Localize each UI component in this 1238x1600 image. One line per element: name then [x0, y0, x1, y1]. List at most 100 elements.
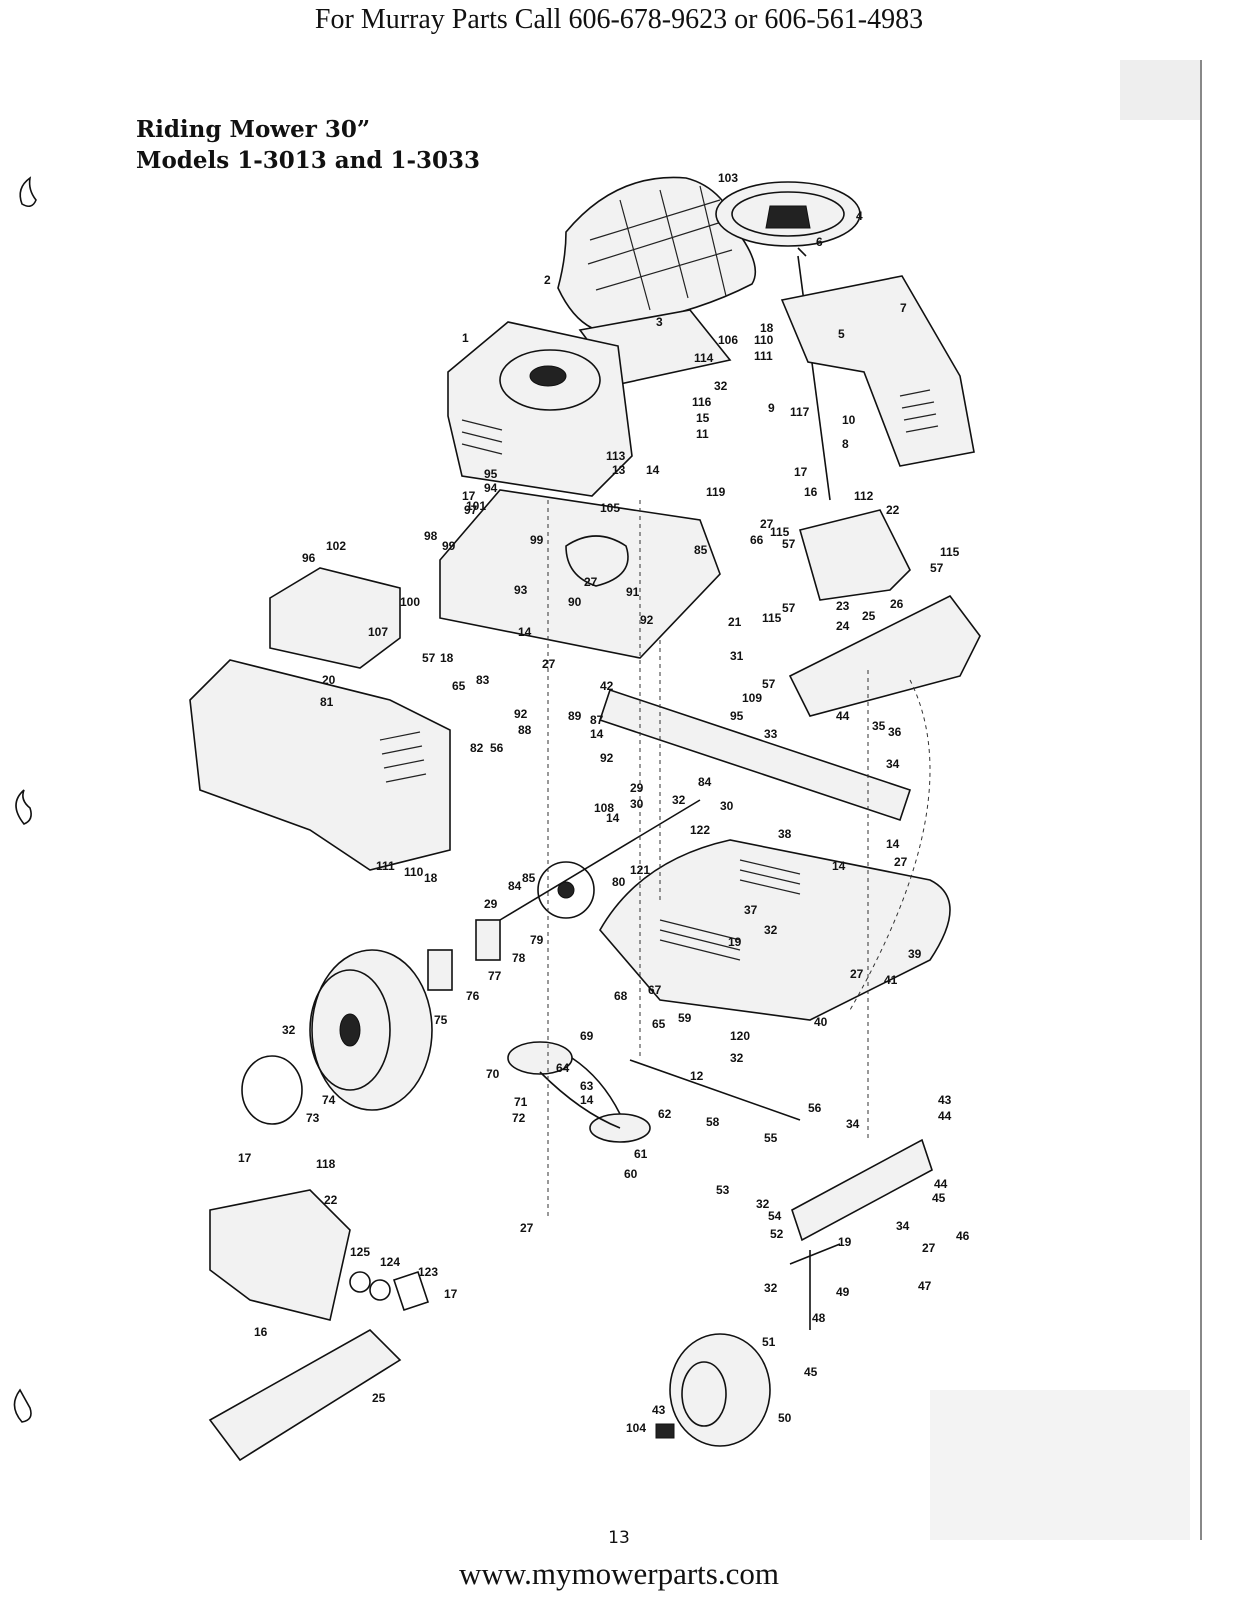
callout-27: 27: [584, 575, 598, 589]
callout-27: 27: [520, 1221, 534, 1235]
callout-14: 14: [590, 727, 604, 741]
callout-41: 41: [884, 973, 898, 987]
callout-44: 44: [938, 1109, 952, 1123]
gearbox-96: [269, 567, 401, 669]
callout-110: 110: [754, 333, 774, 347]
callout-106: 106: [718, 333, 738, 347]
callout-2: 2: [544, 273, 551, 287]
callout-116: 116: [692, 395, 712, 409]
callout-55: 55: [764, 1131, 778, 1145]
callout-16: 16: [254, 1325, 268, 1339]
callout-77: 77: [488, 969, 502, 983]
callout-30: 30: [720, 799, 734, 813]
callout-119: 119: [706, 485, 726, 499]
callout-92: 92: [514, 707, 528, 721]
callout-121: 121: [630, 863, 650, 877]
callout-80: 80: [612, 875, 626, 889]
callout-73: 73: [306, 1111, 320, 1125]
callout-45: 45: [804, 1365, 818, 1379]
callout-108: 108: [594, 801, 614, 815]
engine: [447, 321, 633, 497]
callout-114: 114: [694, 351, 714, 365]
callout-113: 113: [606, 449, 626, 463]
callout-34: 34: [896, 1219, 910, 1233]
callout-49: 49: [836, 1285, 850, 1299]
lens-124: [369, 1279, 391, 1301]
callout-89: 89: [568, 709, 582, 723]
callout-104: 104: [626, 1421, 646, 1435]
callout-1: 1: [462, 331, 469, 345]
callout-45: 45: [932, 1191, 946, 1205]
callout-97: 97: [464, 503, 478, 517]
callout-57: 57: [762, 677, 776, 691]
callout-103: 103: [718, 171, 738, 185]
callout-17: 17: [462, 489, 476, 503]
callout-85: 85: [522, 871, 536, 885]
callout-43: 43: [652, 1403, 666, 1417]
callout-32: 32: [764, 1281, 778, 1295]
callout-63: 63: [580, 1079, 594, 1093]
callout-84: 84: [508, 879, 522, 893]
callout-105: 105: [600, 501, 620, 515]
callout-74: 74: [322, 1093, 336, 1107]
bezel-123: [392, 1270, 430, 1312]
bumper-25-lower: [208, 1329, 402, 1462]
callout-15: 15: [696, 411, 710, 425]
callout-24: 24: [836, 619, 850, 633]
callout-27: 27: [894, 855, 908, 869]
hub-104: [655, 1423, 675, 1439]
callout-6: 6: [816, 235, 823, 249]
callout-123: 123: [418, 1265, 438, 1279]
callout-16: 16: [804, 485, 818, 499]
callout-115: 115: [940, 545, 960, 559]
callout-39: 39: [908, 947, 922, 961]
callout-29: 29: [630, 781, 644, 795]
callout-62: 62: [658, 1107, 672, 1121]
callout-99: 99: [530, 533, 544, 547]
callout-38: 38: [778, 827, 792, 841]
callout-23: 23: [836, 599, 850, 613]
diagram-title: Riding Mower 30” Models 1-3013 and 1-303…: [136, 114, 480, 176]
title-line-2: Models 1-3013 and 1-3033: [136, 147, 481, 174]
callout-47: 47: [918, 1279, 932, 1293]
chassis-plate: [439, 489, 721, 659]
callout-64: 64: [556, 1061, 570, 1075]
callout-58: 58: [706, 1115, 720, 1129]
callout-34: 34: [846, 1117, 860, 1131]
callout-42: 42: [600, 679, 614, 693]
callout-32: 32: [764, 923, 778, 937]
callout-101: 101: [466, 499, 486, 513]
callout-98: 98: [424, 529, 438, 543]
footer-url[interactable]: www.mymowerparts.com: [459, 1556, 779, 1591]
callout-117: 117: [790, 405, 810, 419]
callout-82: 82: [470, 741, 484, 755]
callout-56: 56: [808, 1101, 822, 1115]
callout-88: 88: [518, 723, 532, 737]
callout-115: 115: [770, 525, 790, 539]
callout-18: 18: [760, 321, 774, 335]
callout-111: 111: [754, 349, 773, 363]
callout-32: 32: [672, 793, 686, 807]
callout-51: 51: [762, 1335, 776, 1349]
callout-79: 79: [530, 933, 544, 947]
rear-body-81: [189, 659, 451, 871]
callout-75: 75: [434, 1013, 448, 1027]
callout-56: 56: [490, 741, 504, 755]
steering-wheel: [715, 181, 861, 257]
callout-10: 10: [842, 413, 856, 427]
callout-99: 99: [442, 539, 456, 553]
callout-100: 100: [400, 595, 420, 609]
callout-26: 26: [890, 597, 904, 611]
callout-4: 4: [856, 209, 863, 223]
callout-25: 25: [372, 1391, 386, 1405]
front-axle-52: [791, 1138, 933, 1242]
callout-52: 52: [770, 1227, 784, 1241]
mower-deck: [599, 839, 951, 1021]
callout-69: 69: [580, 1029, 594, 1043]
callout-18: 18: [440, 651, 454, 665]
sprocket-80: [537, 861, 595, 919]
dash-panel: [780, 275, 975, 467]
callout-20: 20: [322, 673, 336, 687]
